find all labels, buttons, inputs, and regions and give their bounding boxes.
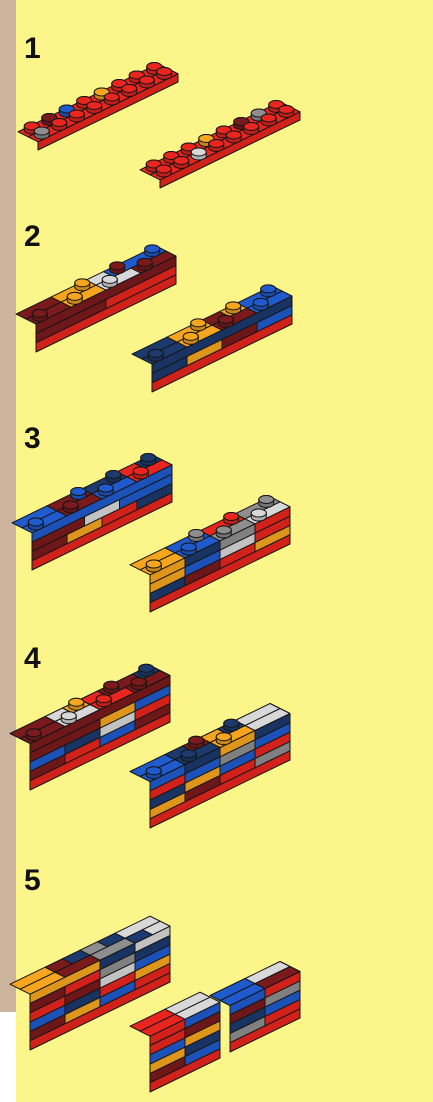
stud-top [146,767,161,775]
stud-top [148,349,163,357]
step-number-2: 2 [24,220,41,253]
stud-top [63,501,78,509]
stud-top [253,298,268,306]
stud-top [226,302,241,310]
step-number-1: 1 [24,32,41,65]
step2-stack-left [16,245,176,352]
stud-top [131,678,146,686]
stud-top [34,127,49,135]
stud-top [226,131,241,139]
stud-top [191,148,206,156]
stud-top [181,543,196,551]
stud-top [69,698,84,706]
stud-top [106,471,121,479]
stud-top [122,85,137,93]
stud-top [61,712,76,720]
brick-top-face [150,107,300,180]
stud-top [218,315,233,323]
stud-top [110,262,125,270]
brick-top-face [18,64,168,137]
step1-plate-left [18,63,178,151]
stud-top [87,102,102,110]
stud-top [133,467,148,475]
stud-top [28,518,43,526]
step2-stack-right [132,285,292,392]
stud-top [251,509,266,517]
stud-top [32,309,47,317]
stud-top [157,68,172,76]
step3-stack-left [12,454,172,570]
stud-top [145,245,160,253]
stud-top [216,733,231,741]
stud-top [261,114,276,122]
stud-top [71,488,86,496]
stud-top [189,736,204,744]
stud-top [156,165,171,173]
stud-top [139,76,154,84]
stud-top [244,123,259,131]
stud-top [224,513,239,521]
stud-top [75,279,90,287]
step1-plate-right [140,101,300,189]
stud-top [189,530,204,538]
stud-top [191,319,206,327]
brick-top-face [28,69,178,142]
step5-stack-right-front [130,992,220,1092]
stud-top [146,560,161,568]
brick-top-face [140,102,290,175]
stud-top [67,292,82,300]
stud-top [279,106,294,114]
stud-top [104,93,119,101]
stud-top [26,729,41,737]
stud-top [69,110,84,118]
stud-top [216,526,231,534]
stud-top [137,258,152,266]
stud-top [259,496,274,504]
stud-top [104,681,119,689]
stud-top [181,750,196,758]
stud-top [96,695,111,703]
stud-top [102,275,117,283]
step5-stack-right-back [210,962,300,1053]
stud-top [209,140,224,148]
stud-top [98,484,113,492]
stud-top [261,285,276,293]
step-number-3: 3 [24,422,41,455]
step-number-4: 4 [24,642,41,675]
stud-top [141,454,156,462]
stud-top [174,157,189,165]
stud-top [139,664,154,672]
stud-top [224,719,239,727]
step-number-5: 5 [24,864,41,897]
stud-top [183,332,198,340]
step3-stack-right [130,496,290,612]
stud-top [52,119,67,127]
